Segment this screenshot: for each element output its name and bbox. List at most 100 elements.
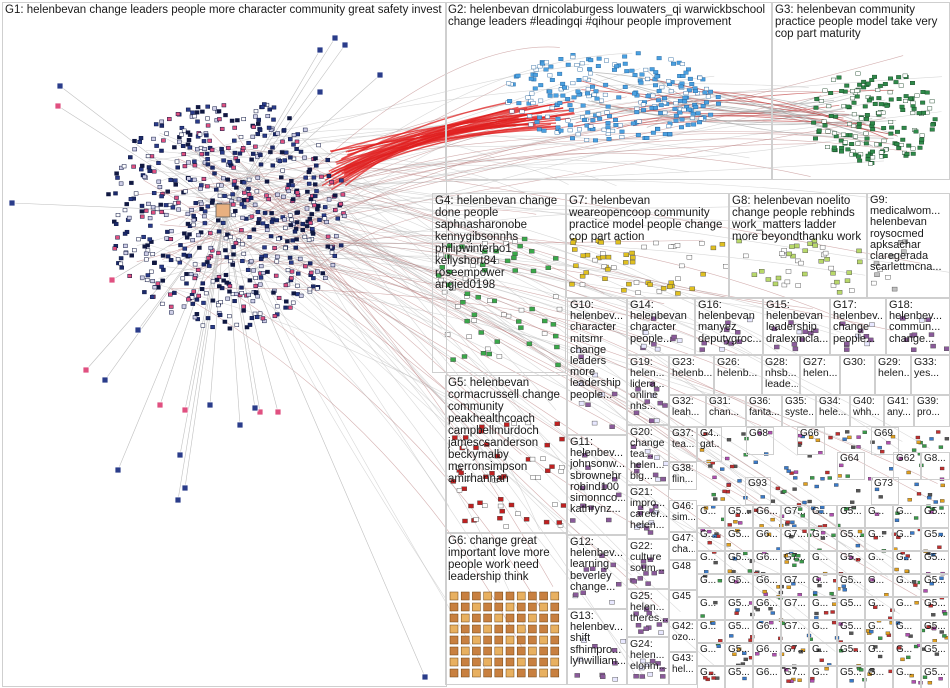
edge: [646, 110, 886, 128]
node: [199, 152, 205, 157]
edge: [224, 211, 241, 426]
group-cell-g30: G30:: [840, 355, 875, 395]
node: [177, 139, 182, 144]
node: [200, 323, 206, 328]
node: [231, 244, 236, 249]
edge: [104, 211, 226, 381]
node: [230, 192, 235, 197]
edge: [191, 182, 632, 576]
group-cell-g40: G40: whh...: [850, 395, 884, 427]
node: [181, 152, 186, 157]
group-label: G6...: [756, 553, 778, 563]
node: [209, 147, 215, 152]
group-cell-small: G...: [809, 597, 837, 620]
group-cell-g41: G41: any...: [884, 395, 914, 427]
node: [342, 213, 347, 218]
node: [168, 304, 174, 309]
node: [124, 202, 129, 207]
group-cell-small: G...: [893, 643, 921, 666]
node: [250, 134, 256, 139]
node: [793, 476, 798, 480]
node: [726, 438, 732, 442]
node: [807, 499, 812, 504]
node: [170, 205, 176, 210]
node: [239, 202, 245, 207]
node: [194, 312, 200, 317]
node: [249, 157, 254, 162]
edge: [178, 135, 495, 226]
group-cell-small: G5...: [921, 528, 949, 551]
node: [940, 483, 945, 488]
node: [227, 284, 233, 289]
group-cell-small: G...: [697, 551, 725, 574]
node: [159, 264, 164, 269]
group-cell-small: G...: [865, 574, 893, 597]
group-label: G5...: [924, 599, 946, 609]
node: [173, 178, 178, 183]
group-cell-small: G5...: [921, 551, 949, 574]
group-label: G93: [748, 479, 767, 489]
node: [152, 285, 158, 290]
group-label: G5...: [840, 576, 862, 586]
group-label: G5...: [728, 530, 750, 540]
node: [254, 315, 260, 320]
node: [256, 217, 262, 222]
edge: [209, 211, 226, 406]
group-label: G66: [800, 429, 819, 439]
node: [262, 210, 268, 215]
node: [770, 499, 776, 503]
group-cell-small: G5...: [725, 505, 753, 528]
node: [575, 132, 581, 137]
group-label: G...: [812, 553, 829, 563]
group-label: G...: [868, 622, 885, 632]
node: [314, 286, 320, 291]
node: [240, 215, 245, 220]
edge: [224, 211, 426, 678]
node: [264, 179, 270, 184]
node: [585, 87, 591, 92]
node: [316, 88, 324, 96]
group-cell-small: G6...: [753, 666, 781, 688]
edge: [59, 85, 226, 213]
node: [708, 89, 713, 94]
group-label: G42: ozo...: [672, 622, 695, 643]
group-label: G64: [840, 454, 859, 464]
node: [775, 486, 781, 491]
node: [256, 117, 261, 122]
node: [722, 489, 727, 494]
node: [132, 248, 137, 253]
node: [515, 73, 521, 78]
node: [290, 300, 296, 305]
node: [309, 212, 314, 217]
node: [154, 206, 160, 211]
node: [940, 499, 945, 503]
group-label: G7...: [784, 507, 806, 517]
node: [227, 326, 233, 331]
node: [197, 245, 202, 250]
node: [944, 437, 950, 441]
edge: [573, 89, 894, 128]
node: [289, 178, 294, 183]
group-label: G...: [700, 645, 717, 655]
node: [272, 245, 277, 250]
node: [326, 197, 332, 202]
node: [802, 500, 807, 505]
node: [231, 165, 236, 170]
edge: [145, 139, 837, 166]
node: [610, 128, 616, 133]
node: [271, 105, 277, 110]
group-cell-g25: G25: helen... theres...: [627, 589, 669, 637]
node: [668, 57, 674, 62]
node: [219, 126, 225, 131]
node: [112, 246, 118, 251]
group-label: G30:: [843, 357, 866, 368]
node: [127, 273, 132, 278]
node: [228, 259, 233, 264]
node: [283, 305, 288, 310]
node: [529, 91, 535, 96]
node: [205, 104, 210, 109]
node: [205, 116, 210, 121]
node: [262, 245, 267, 250]
node: [113, 191, 118, 196]
